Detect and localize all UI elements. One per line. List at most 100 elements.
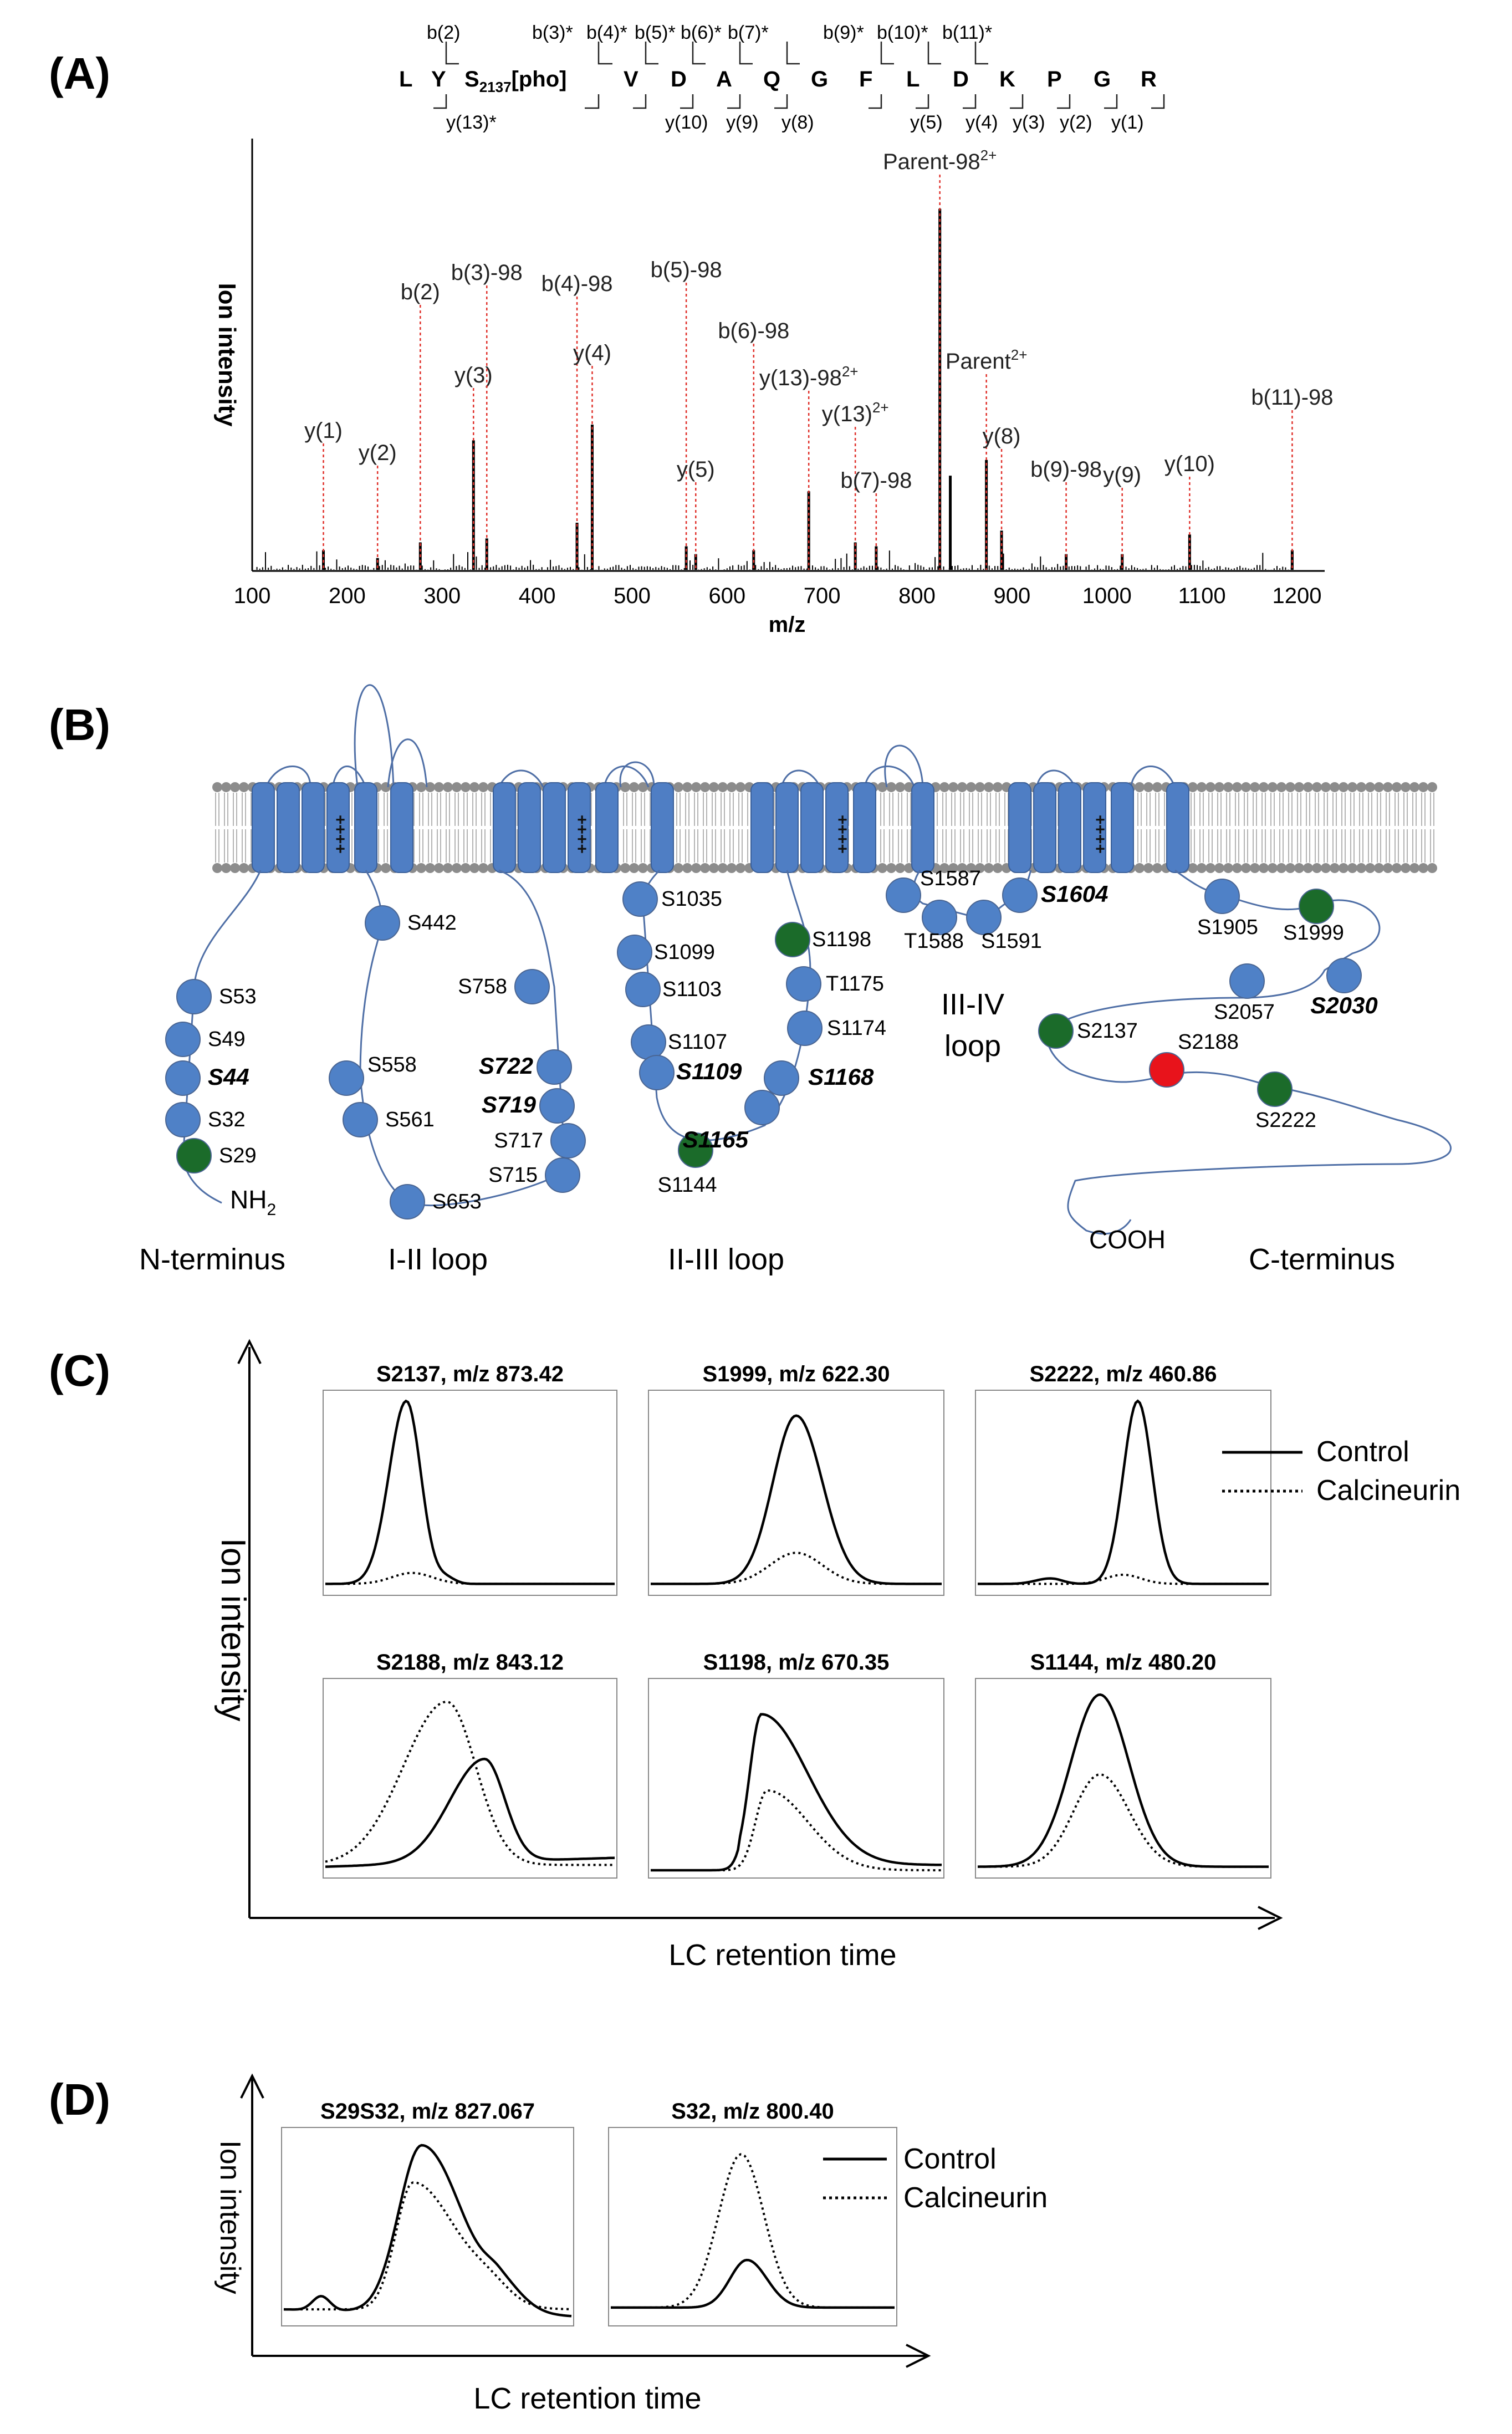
b-ion-label: b(9)* (823, 22, 864, 43)
phosphosite-label: S1165 (683, 1126, 749, 1152)
trace-control (283, 2144, 572, 2318)
transmembrane-helices (252, 782, 1189, 873)
s4-plus-marks: ++++ (833, 815, 851, 854)
x-tick-label: 600 (708, 584, 745, 608)
residue: P (1047, 67, 1062, 91)
phosphosite-label: S1144 (657, 1173, 717, 1197)
s4-plus-marks: ++++ (573, 815, 591, 854)
trace-calcineurin (611, 2153, 895, 2309)
phosphosite-marker (329, 1060, 364, 1096)
peak-annotation: b(3)-98 (451, 261, 523, 285)
residue: D (953, 67, 969, 91)
phosphosite-marker (922, 900, 957, 935)
y-ion-label: y(9) (726, 112, 759, 133)
phosphosite-label: S44 (208, 1064, 249, 1090)
chromatogram-frame (648, 1390, 944, 1596)
helix (1111, 782, 1134, 873)
phosphosite-label: S1035 (661, 887, 722, 911)
phosphosite-label: S758 (458, 975, 507, 998)
phosphosite-marker (678, 1132, 713, 1168)
peak-annotation: b(2) (401, 280, 440, 304)
s4-plus-marks: ++++ (1091, 815, 1109, 854)
phosphosite-marker (625, 972, 661, 1007)
chromatogram-frame (323, 1678, 617, 1879)
panel-c-axes (237, 1339, 1283, 1930)
residue: F (859, 67, 872, 91)
helix (252, 782, 275, 873)
trace-control (651, 1713, 942, 1872)
b-ion-label: b(3)* (532, 22, 573, 43)
legend-control-label: Control (903, 2143, 997, 2175)
residue: Q (763, 67, 780, 91)
phosphosite-label: S2030 (1310, 992, 1377, 1018)
helix (390, 782, 413, 873)
panel-d-xlabel: LC retention time (473, 2382, 701, 2415)
phosphosite-label: S1099 (654, 941, 715, 964)
region-label: I-II loop (388, 1243, 488, 1276)
x-tick-label: 200 (329, 584, 366, 608)
chromatogram-title: S1198, m/z 670.35 (703, 1650, 890, 1675)
peak-annotation: y(2) (359, 441, 397, 465)
x-tick-label: 400 (519, 584, 556, 608)
peak-annotation: y(8) (983, 424, 1021, 448)
helix (1166, 782, 1189, 873)
panel-d-axes (240, 2073, 931, 2368)
phosphosite-marker (764, 1060, 799, 1096)
residue: Y (431, 67, 446, 91)
helix (911, 782, 934, 873)
helix (354, 782, 377, 873)
x-tick-label: 1000 (1082, 584, 1132, 608)
legend-control-label: Control (1316, 1436, 1409, 1468)
trace-calcineurin (651, 1789, 942, 1871)
spectrum-noise (256, 550, 1292, 570)
phosphosite-marker (1229, 963, 1265, 999)
phosphosite-label: S1174 (827, 1017, 886, 1040)
helix (302, 782, 325, 873)
chromatogram-frame (608, 2127, 897, 2326)
phosphosite-label: S722 (479, 1053, 533, 1079)
peak-annotation: b(7)-98 (840, 468, 912, 493)
phosphosite-label: S1109 (676, 1058, 742, 1084)
trace-calcineurin (325, 1700, 615, 1866)
phosphosite-label: S1587 (920, 867, 981, 890)
chromatogram-title: S1144, m/z 480.20 (1030, 1650, 1217, 1675)
helix (1058, 782, 1081, 873)
phosphosite-marker (514, 969, 550, 1004)
phosphosite-marker (1002, 877, 1038, 913)
chromatogram: S2222, m/z 460.86 (975, 1362, 1271, 1596)
phosphosite-label: S53 (219, 985, 257, 1008)
panel-label-b: (B) (49, 700, 110, 749)
phosphosite-label: S653 (432, 1190, 482, 1213)
phosphosite-label: S1168 (808, 1064, 874, 1090)
phosphosite-marker (537, 1049, 572, 1085)
residue: V (624, 67, 638, 91)
phosphosite-marker (622, 881, 658, 917)
phosphosite-label: S558 (367, 1053, 417, 1076)
chromatogram-frame (975, 1678, 1271, 1879)
helix (326, 782, 350, 873)
phosphosite-label: S715 (488, 1164, 538, 1187)
peak-annotation: b(11)-98 (1251, 385, 1333, 410)
b-ion-label: b(6)* (681, 22, 722, 43)
helix (775, 782, 799, 873)
panel-label-a: (A) (49, 49, 110, 98)
y-ion-label: y(5) (910, 112, 943, 133)
phosphosite-label: S1198 (812, 928, 871, 951)
chromatogram: S2188, m/z 843.12 (323, 1650, 617, 1879)
trace-calcineurin (284, 2181, 571, 2311)
phosphosite-marker (165, 1022, 201, 1057)
cooh-label: COOH (1089, 1225, 1166, 1254)
helix (518, 782, 541, 873)
phosphosite-marker (639, 1055, 675, 1090)
peak-annotation: b(9)-98 (1030, 457, 1102, 482)
phosphosite-label: T1588 (904, 930, 964, 953)
phosphosite-marker (631, 1024, 666, 1060)
phosphosite-label: T1175 (826, 972, 884, 996)
phosphosite-label: S2137 (1077, 1019, 1138, 1043)
region-label: III-IV (941, 988, 1004, 1021)
chromatogram-frame (323, 1390, 617, 1596)
residue-phospho: S2137[pho] (464, 67, 566, 95)
helix (277, 782, 300, 873)
